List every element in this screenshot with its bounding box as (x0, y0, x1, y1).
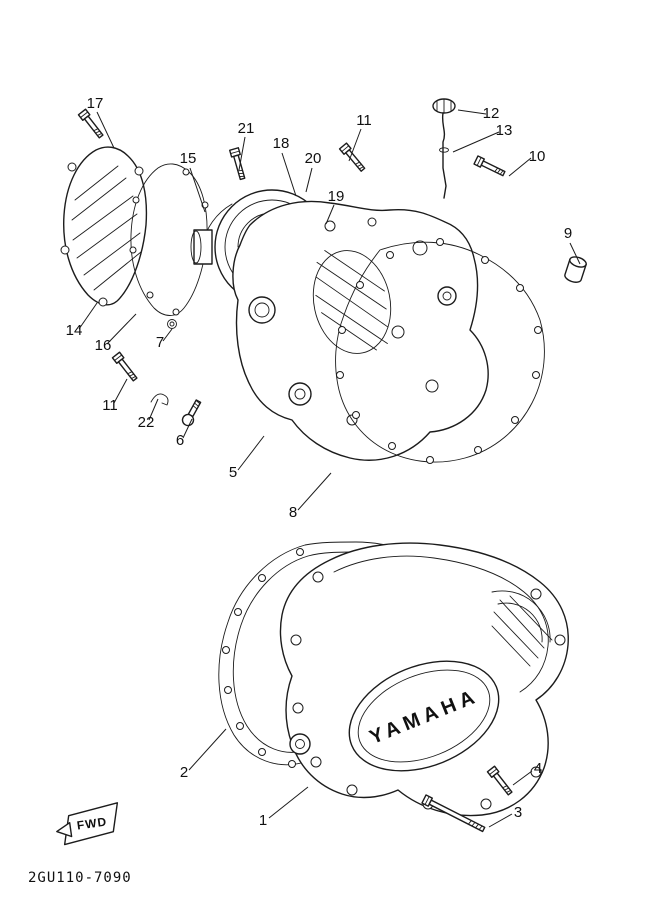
callout-17: 17 (87, 95, 104, 112)
callout-4: 4 (534, 760, 542, 777)
part-5-crankcase-cover (232, 200, 489, 461)
callout-21: 21 (238, 120, 255, 137)
fwd-arrow-icon (56, 821, 73, 838)
fwd-label: FWD (76, 815, 108, 833)
callout-2: 2 (180, 764, 188, 781)
part-13-dipstick-stem (439, 112, 449, 199)
callout-5: 5 (229, 464, 237, 481)
part-code: 2GU110-7090 (28, 870, 132, 886)
part-11-bolt-left (111, 351, 140, 383)
part-17-bolt (77, 108, 106, 140)
callout-8: 8 (289, 504, 297, 521)
part-7-washer (167, 319, 177, 329)
yamaha-emblem: YAMAHA (348, 660, 500, 772)
part-1-left-crankcase-cover: YAMAHA (279, 542, 569, 817)
callout-3: 3 (514, 804, 522, 821)
callout-1: 1 (259, 812, 267, 829)
callout-14: 14 (66, 322, 83, 339)
callout-7: 7 (156, 334, 164, 351)
callout-20: 20 (305, 150, 322, 167)
callout-16: 16 (95, 337, 112, 354)
callout-6: 6 (176, 432, 184, 449)
callout-9: 9 (564, 225, 572, 242)
part-21-bolt (228, 147, 248, 181)
part-14-left-cover (60, 146, 148, 307)
callout-11-top: 11 (356, 112, 372, 129)
callout-10: 10 (529, 148, 546, 165)
part-12-dipstick-cap (432, 98, 456, 114)
callout-18: 18 (273, 135, 290, 152)
callout-11-left: 11 (102, 397, 118, 414)
part-8-right-gasket (335, 238, 545, 464)
part-22-clip (150, 393, 169, 406)
callout-12: 12 (483, 105, 500, 122)
callout-labels: 17 21 18 11 12 13 10 15 20 19 9 14 16 7 … (66, 95, 573, 829)
callout-19: 19 (328, 188, 345, 205)
callout-15: 15 (180, 150, 197, 167)
part-9-plug-cap (564, 256, 587, 283)
fwd-direction-tag: FWD (56, 802, 119, 846)
part-11-bolt-top (338, 142, 368, 174)
leader-lines (78, 109, 581, 828)
callout-22: 22 (138, 414, 155, 431)
part-6-screw (181, 399, 202, 427)
part-10-bolt (473, 155, 507, 179)
callout-13: 13 (496, 122, 513, 139)
